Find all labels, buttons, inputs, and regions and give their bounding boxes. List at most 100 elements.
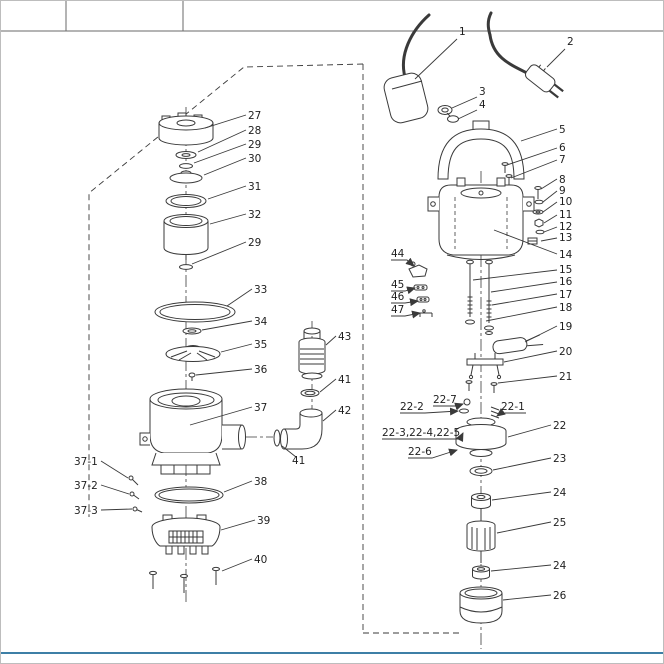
part-label-39-17: 39 bbox=[257, 515, 270, 527]
part-shape-13-cap bbox=[527, 237, 538, 245]
part-label-25-55: 25 bbox=[553, 517, 566, 529]
part-shape-40-screws bbox=[149, 566, 220, 593]
part-label-30-3: 30 bbox=[248, 153, 261, 165]
part-label-3-24: 3 bbox=[479, 86, 486, 98]
part-label-6-27: 6 bbox=[559, 142, 566, 154]
leader-line-34-8 bbox=[201, 320, 253, 331]
left-group-boundary bbox=[88, 63, 364, 517]
leader-line-26-57 bbox=[502, 594, 552, 601]
part-label-28-1: 28 bbox=[248, 125, 261, 137]
leader-line-23-53 bbox=[492, 457, 552, 471]
leader-line-29-6 bbox=[191, 241, 247, 265]
leader-line-25-55 bbox=[496, 521, 552, 534]
part-shape-34-washer bbox=[182, 327, 202, 335]
part-shape-2-power-plug bbox=[486, 11, 564, 99]
leader-line-46-45 bbox=[391, 298, 419, 307]
part-label-16-37: 16 bbox=[559, 276, 573, 288]
leader-line-32-5 bbox=[209, 213, 247, 225]
part-label-37-3-21: 37-3 bbox=[74, 505, 98, 517]
part-shape-36-pin bbox=[188, 372, 196, 381]
part-label-41-15: 41 bbox=[292, 455, 305, 467]
part-label-37-1-19: 37-1 bbox=[74, 456, 98, 468]
leader-line-14-35 bbox=[493, 229, 558, 255]
part-shape-24b-bearing bbox=[472, 565, 490, 580]
leader-line-8-29 bbox=[540, 178, 558, 190]
leader-line-10-31 bbox=[542, 201, 558, 213]
part-shape-1-float-switch bbox=[383, 13, 431, 124]
part-shape-32-cup bbox=[163, 214, 209, 260]
leader-line-17-38 bbox=[491, 293, 558, 306]
part-shape-7-screw bbox=[505, 174, 513, 185]
leader-line-16-37 bbox=[490, 281, 558, 293]
part-shape-12-washer bbox=[535, 229, 545, 235]
part-shape-31-ring bbox=[165, 194, 207, 208]
part-shape-42-elbow bbox=[280, 408, 323, 450]
leader-line-42-13 bbox=[322, 409, 337, 422]
part-shape-37-volute-housing bbox=[139, 388, 246, 475]
leader-line-29-2 bbox=[193, 143, 247, 164]
part-shape-33-gasket bbox=[154, 301, 236, 323]
part-shape-11-nut bbox=[534, 218, 544, 228]
part-label-46-45: 46 bbox=[391, 291, 405, 303]
part-shape-25-rotor bbox=[466, 509, 496, 563]
part-shape-26-bottom-cup bbox=[459, 586, 503, 624]
leader-line-11-32 bbox=[543, 214, 558, 224]
part-label-24-54: 24 bbox=[553, 487, 567, 499]
part-shape-19-capacitor bbox=[492, 334, 544, 355]
leader-line-47-46 bbox=[391, 310, 421, 319]
part-label-23-53: 23 bbox=[553, 453, 566, 465]
leader-line-22-1-49 bbox=[496, 408, 526, 417]
part-shape-22-seal-assembly bbox=[455, 398, 507, 457]
part-shape-24a-bearing bbox=[471, 493, 491, 509]
leader-line-38-16 bbox=[223, 480, 253, 493]
part-shape-39-strainer-base bbox=[151, 514, 221, 555]
part-shape-20-bracket bbox=[466, 353, 504, 380]
part-label-29-2: 29 bbox=[248, 139, 261, 151]
part-label-40-18: 40 bbox=[254, 554, 267, 566]
leader-line-37-1-19 bbox=[100, 460, 129, 479]
leader-line-27-0 bbox=[204, 114, 247, 129]
part-label-37-14: 37 bbox=[254, 402, 267, 414]
part-shape-45-strap bbox=[413, 284, 428, 291]
leader-line-22-7-48 bbox=[433, 402, 464, 411]
part-label-12-33: 12 bbox=[559, 221, 572, 233]
leader-line-28-1 bbox=[197, 129, 247, 153]
leader-line-31-4 bbox=[207, 185, 247, 200]
leader-line-41-12 bbox=[319, 378, 337, 393]
part-label-34-8: 34 bbox=[254, 316, 268, 328]
part-label-22-7-48: 22-7 bbox=[433, 394, 457, 406]
leader-line-18-39 bbox=[485, 306, 558, 322]
part-shape-37-screws bbox=[128, 475, 143, 513]
leader-line-22-6-51 bbox=[408, 448, 458, 459]
part-label-31-4: 31 bbox=[248, 181, 261, 193]
part-label-4-25: 4 bbox=[479, 99, 486, 111]
part-label-8-29: 8 bbox=[559, 174, 566, 186]
part-label-7-28: 7 bbox=[559, 154, 566, 166]
leader-line-22-2-47 bbox=[400, 407, 459, 416]
leader-line-3-24 bbox=[451, 96, 478, 109]
part-shape-6-screw bbox=[501, 162, 509, 173]
part-shape-28-washer bbox=[175, 151, 197, 159]
leader-line-21-42 bbox=[497, 375, 558, 384]
part-label-44-43: 44 bbox=[391, 248, 405, 260]
part-label-1-22: 1 bbox=[459, 26, 466, 38]
part-label-29-6: 29 bbox=[248, 237, 261, 249]
labels-layer: 2728293031322933343536434142374138394037… bbox=[74, 26, 574, 602]
part-label-22-2-47: 22-2 bbox=[400, 401, 424, 413]
part-label-18-39: 18 bbox=[559, 302, 572, 314]
part-label-14-35: 14 bbox=[559, 249, 573, 261]
part-label-9-30: 9 bbox=[559, 185, 566, 197]
leader-line-22-52 bbox=[507, 424, 552, 438]
part-shape-9-washer bbox=[534, 199, 544, 205]
part-shape-4-grommet bbox=[446, 112, 459, 123]
leader-line-37-3-21 bbox=[100, 508, 133, 511]
part-shape-23-ring bbox=[469, 466, 493, 476]
leader-line-35-9 bbox=[220, 343, 253, 353]
part-label-5-26: 5 bbox=[559, 124, 566, 136]
leader-line-1-22 bbox=[414, 38, 458, 80]
part-shape-35-plate bbox=[165, 345, 221, 362]
part-label-42-13: 42 bbox=[338, 405, 351, 417]
part-shape-43-hose-adapter bbox=[298, 327, 326, 380]
